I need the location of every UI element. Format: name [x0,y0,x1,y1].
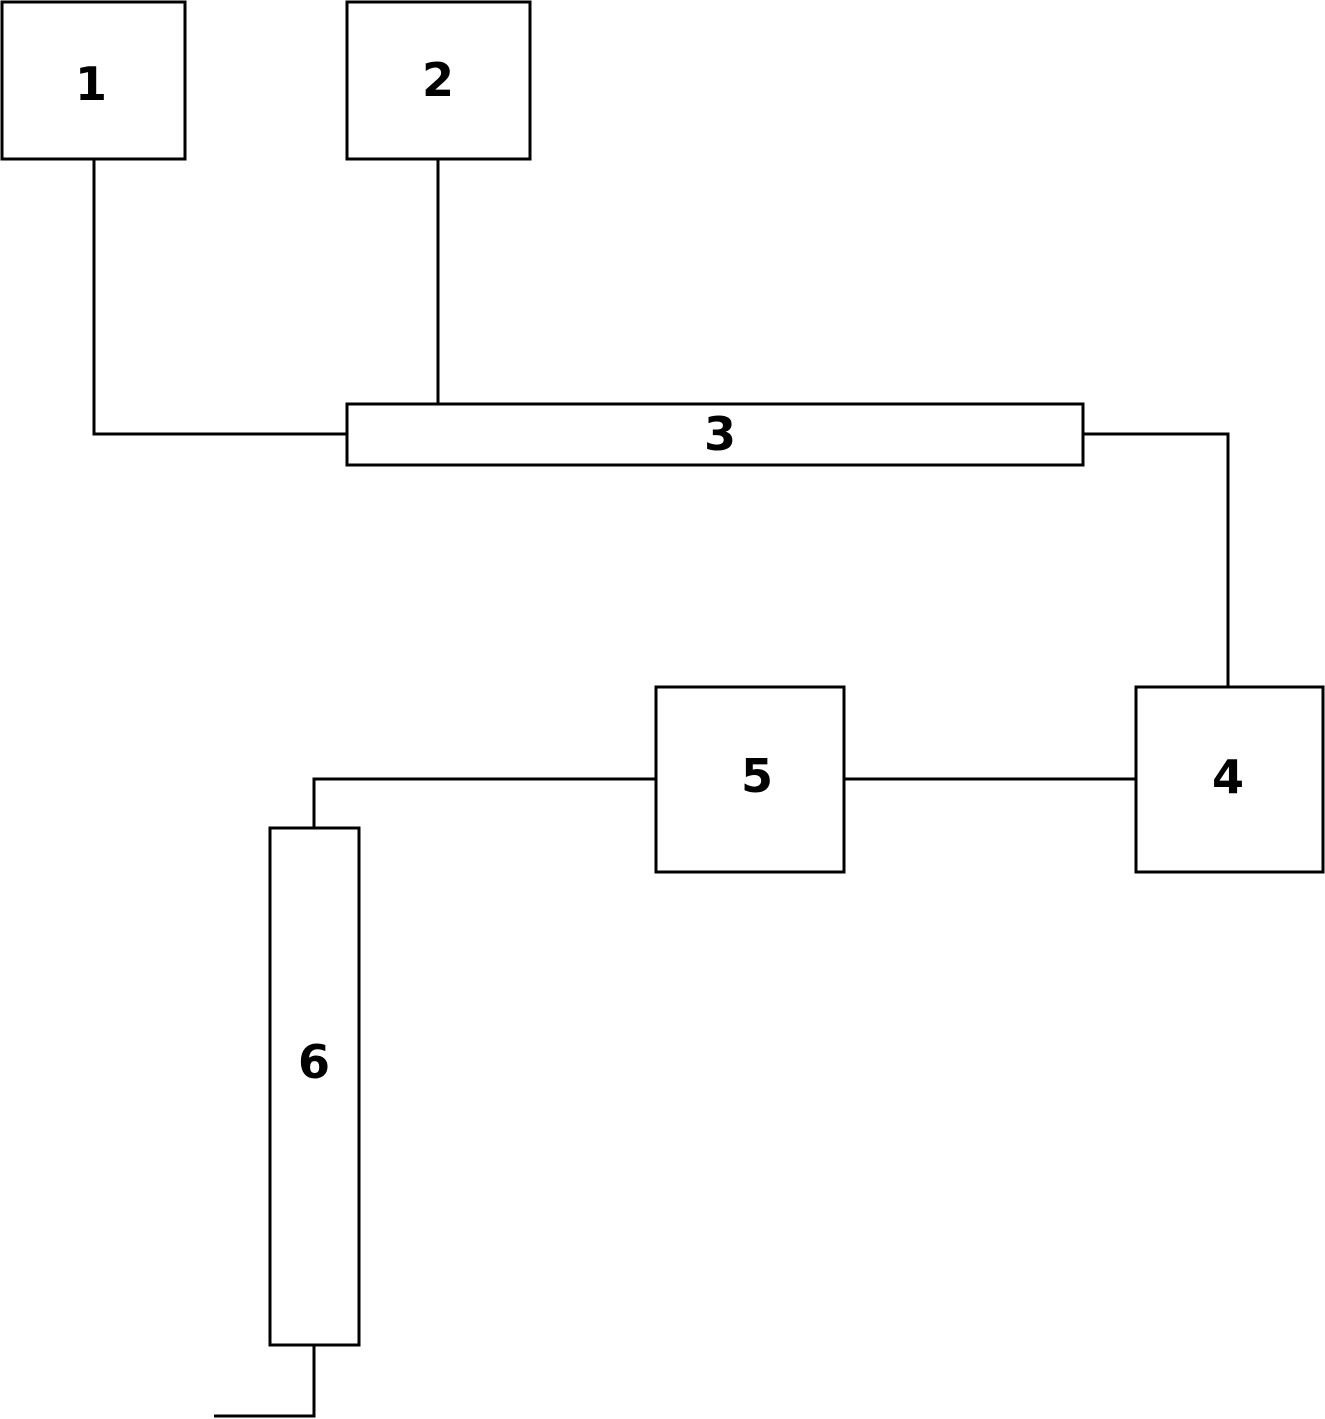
block-3: 3 [345,402,1085,467]
block-4-frame [1134,685,1325,874]
connections [92,159,1230,1418]
wire-6-output [214,1345,316,1418]
block-1-label: 1 [75,57,107,111]
block-4: 4 [1134,685,1325,874]
block-5-label: 5 [741,749,773,803]
block-1: 1 [0,0,187,161]
block-2-label: 2 [422,53,454,107]
wire-3-to-4 [1083,432,1230,687]
block-3-frame [345,402,1085,467]
block-6: 6 [268,826,361,1347]
block-6-frame [268,826,361,1347]
wire-5-to-6 [312,777,656,828]
block-5: 5 [654,685,846,874]
wire-1-to-3 [92,159,347,436]
block-6-label: 6 [298,1035,330,1089]
block-5-frame [654,685,846,874]
block-1-frame [0,0,187,161]
block-3-label: 3 [704,407,736,461]
block-4-label: 4 [1212,750,1244,804]
block-2: 2 [345,0,532,161]
block-2-frame [345,0,532,161]
